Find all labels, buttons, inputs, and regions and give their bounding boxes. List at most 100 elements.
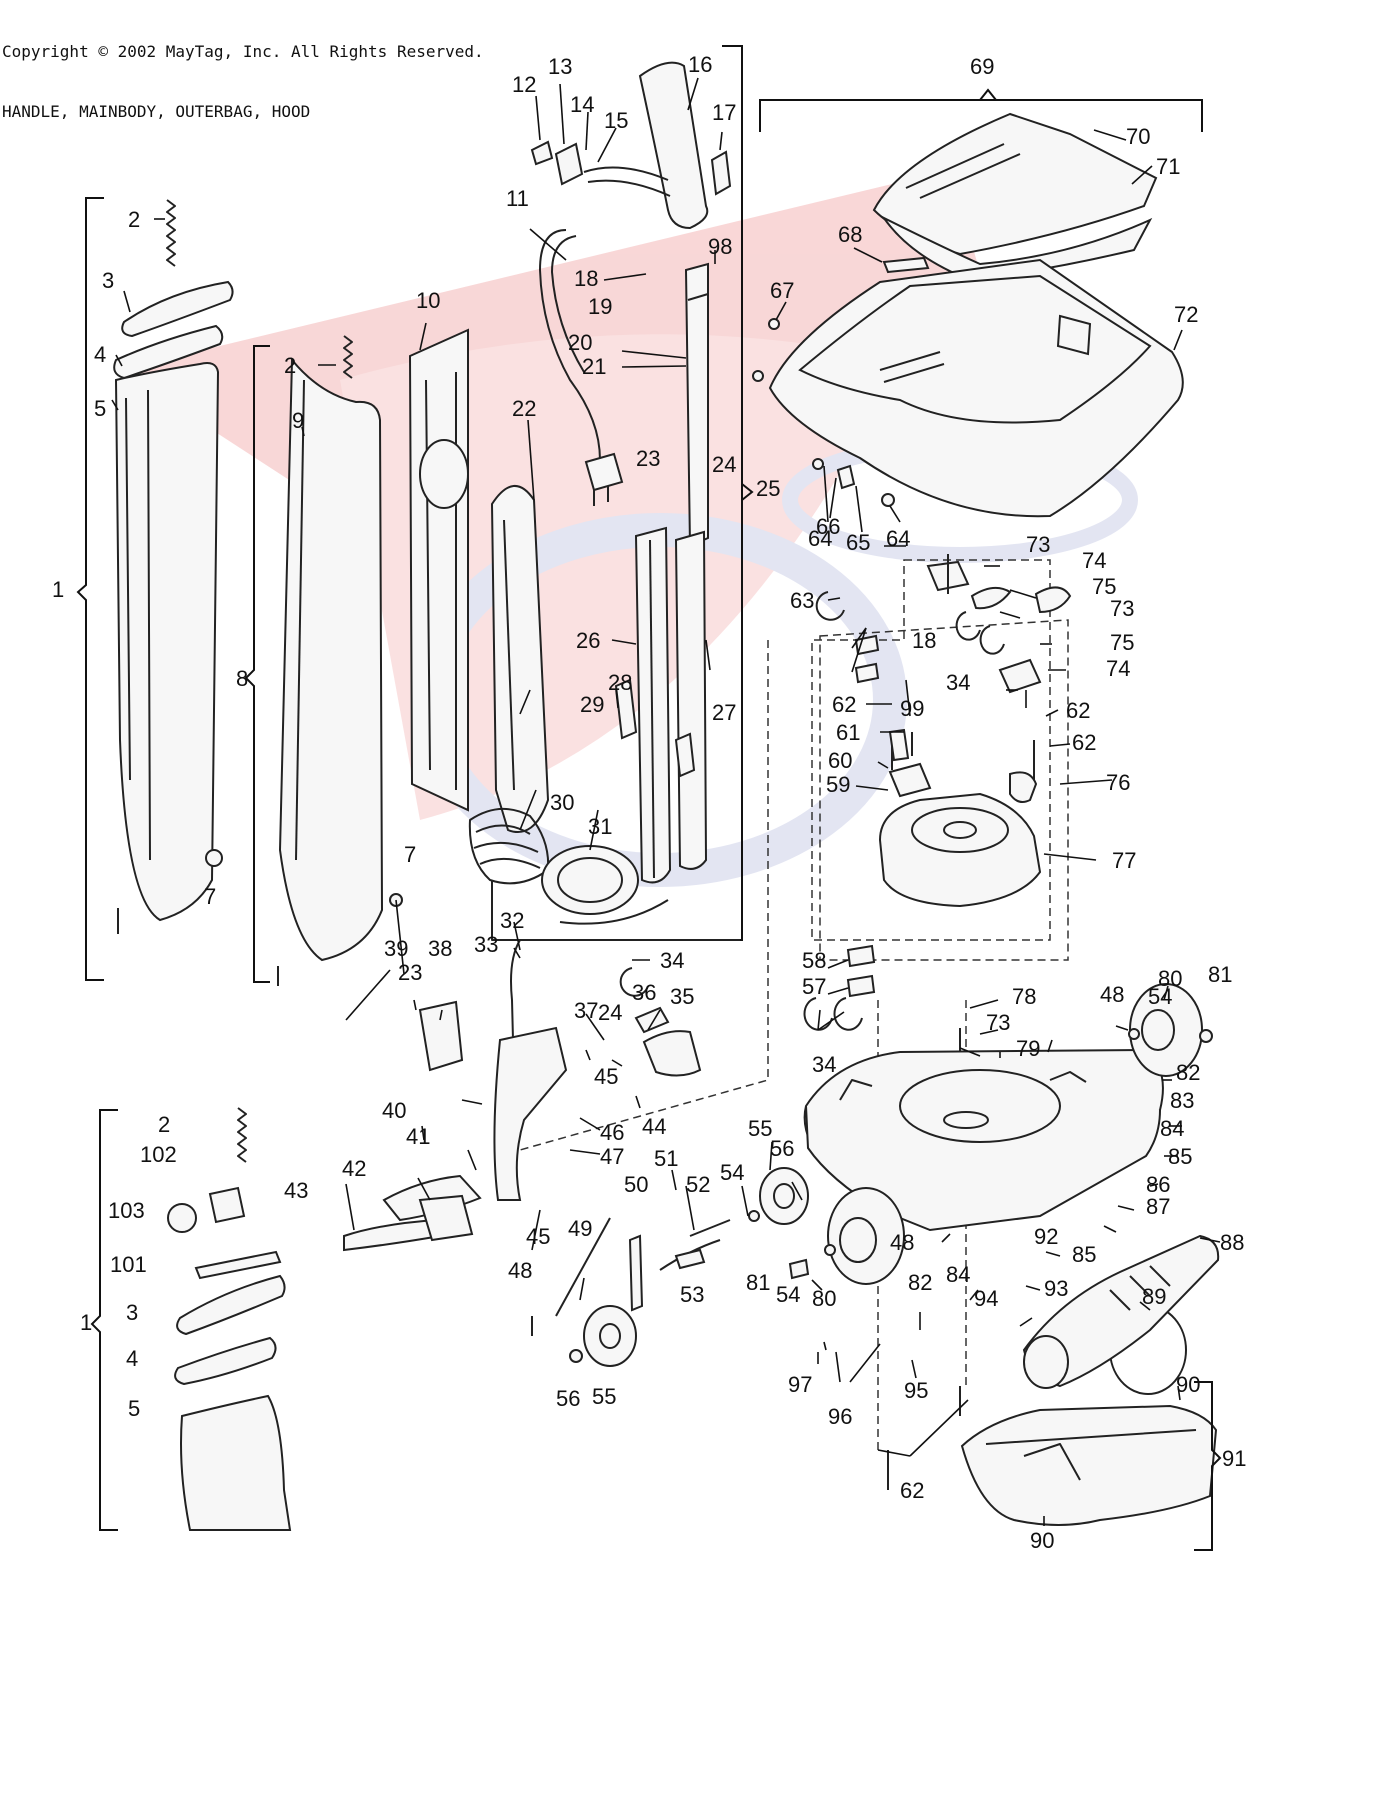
part-number-labels: 1 1 2 2 2 3 3 4 4 5 5 7 7 8 9 10 11 12 1… (52, 52, 1246, 1553)
part-label: 77 (1112, 848, 1136, 873)
part-label: 34 (946, 670, 970, 695)
part-label: 5 (94, 396, 106, 421)
part-label: 25 (756, 476, 780, 501)
part-label: 51 (654, 1146, 678, 1171)
part-label: 80 (812, 1286, 836, 1311)
part-label: 81 (746, 1270, 770, 1295)
part-label: 35 (670, 984, 694, 1009)
part-label: 45 (526, 1224, 550, 1249)
part-label: 101 (110, 1252, 147, 1277)
part-label: 7 (204, 884, 216, 909)
part-label: 78 (1012, 984, 1036, 1009)
part-label: 75 (1092, 574, 1116, 599)
part-label: 85 (1072, 1242, 1096, 1267)
part-label: 11 (506, 186, 529, 211)
part-label: 64 (808, 526, 832, 551)
part-label: 90 (1030, 1528, 1054, 1553)
part-label: 16 (688, 52, 712, 77)
part-label: 59 (826, 772, 850, 797)
part-label: 14 (570, 92, 594, 117)
part-label: 44 (642, 1114, 666, 1139)
part-label: 40 (382, 1098, 406, 1123)
part-label: 41 (406, 1124, 430, 1149)
part-label: 85 (1168, 1144, 1192, 1169)
part-label: 95 (904, 1378, 928, 1403)
part-label: 66 (816, 514, 840, 539)
part-label: 13 (548, 54, 572, 79)
part-label: 56 (770, 1136, 794, 1161)
part-label: 88 (1220, 1230, 1244, 1255)
part-label: 54 (776, 1282, 800, 1307)
part-label: 47 (600, 1144, 624, 1169)
part-label: 2 (128, 207, 140, 232)
part-label: 62 (900, 1478, 924, 1503)
part-label: 33 (474, 932, 498, 957)
part-label: 26 (576, 628, 600, 653)
part-label: 34 (660, 948, 684, 973)
part-label: 8 (236, 666, 248, 691)
part-label: 53 (680, 1282, 704, 1307)
part-label: 81 (1208, 962, 1232, 987)
part-label: 73 (986, 1010, 1010, 1035)
part-label: 28 (608, 670, 632, 695)
part-label: 86 (1146, 1172, 1170, 1197)
part-label: 82 (1176, 1060, 1200, 1085)
part-label: 18 (574, 266, 598, 291)
part-label: 75 (1110, 630, 1134, 655)
part-label: 74 (1106, 656, 1130, 681)
part-label: 52 (686, 1172, 710, 1197)
part-label: 39 (384, 936, 408, 961)
part-label: 56 (556, 1386, 580, 1411)
part-label: 80 (1158, 966, 1182, 991)
part-label: 65 (846, 530, 870, 555)
diagram-title: HANDLE, MAINBODY, OUTERBAG, HOOD (2, 102, 311, 121)
page-header: Copyright © 2002 MayTag, Inc. All Rights… (2, 2, 484, 142)
part-label: 23 (398, 960, 422, 985)
part-label: 19 (588, 294, 612, 319)
part-label: 37 (574, 998, 598, 1023)
part-label: 103 (108, 1198, 145, 1223)
part-label: 5 (128, 1396, 140, 1421)
part-label: 99 (900, 696, 924, 721)
part-label: 57 (802, 974, 826, 999)
part-label: 69 (970, 54, 994, 79)
part-label: 71 (1156, 154, 1180, 179)
part-label: 23 (636, 446, 660, 471)
part-label: 58 (802, 948, 826, 973)
copyright-line: Copyright © 2002 MayTag, Inc. All Rights… (2, 42, 484, 61)
part-label: 92 (1034, 1224, 1058, 1249)
part-label: 1 (80, 1310, 92, 1335)
part-label: 42 (342, 1156, 366, 1181)
part-label: 4 (126, 1346, 138, 1371)
part-label: 74 (1082, 548, 1106, 573)
part-label: 96 (828, 1404, 852, 1429)
part-label: 3 (102, 268, 114, 293)
part-label: 62 (1066, 698, 1090, 723)
part-label: 29 (580, 692, 604, 717)
part-label: 20 (568, 330, 592, 355)
part-label: 46 (600, 1120, 624, 1145)
handle-assembly (468, 45, 754, 1081)
part-label: 73 (1026, 532, 1050, 557)
part-label: 76 (1106, 770, 1130, 795)
part-label: 84 (1160, 1116, 1184, 1141)
part-label: 24 (598, 1000, 622, 1025)
part-label: 67 (770, 278, 794, 303)
part-label: 64 (886, 526, 910, 551)
part-label: 97 (788, 1372, 812, 1397)
part-label: 2 (158, 1112, 170, 1137)
part-label: 62 (832, 692, 856, 717)
part-label: 90 (1176, 1372, 1200, 1397)
part-label: 1 (52, 577, 64, 602)
part-label: 89 (1142, 1284, 1166, 1309)
part-label: 70 (1126, 124, 1150, 149)
part-label: 24 (712, 452, 736, 477)
part-label: 50 (624, 1172, 648, 1197)
part-label: 9 (292, 408, 304, 433)
part-label: 102 (140, 1142, 177, 1167)
part-label: 82 (908, 1270, 932, 1295)
part-label: 55 (592, 1384, 616, 1409)
part-label: 2 (284, 353, 296, 378)
part-label: 48 (890, 1230, 914, 1255)
part-label: 48 (508, 1258, 532, 1283)
